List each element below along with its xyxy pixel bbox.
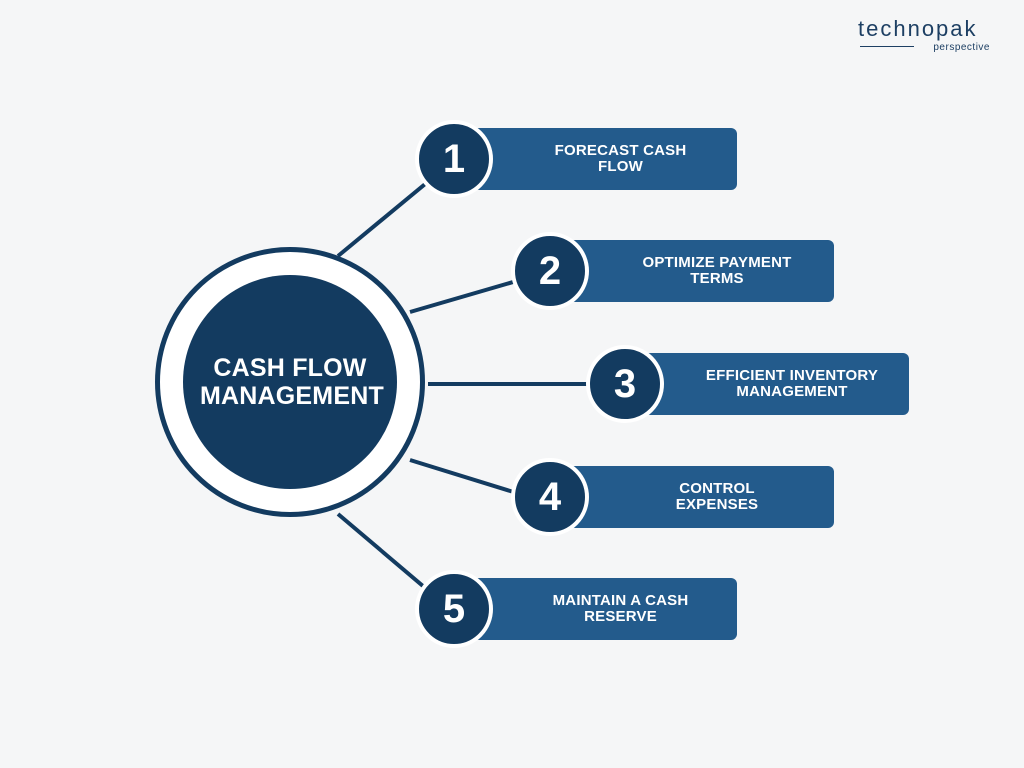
step-number-2: 2 <box>538 249 562 293</box>
step-label-2: OPTIMIZE PAYMENT TERMS <box>642 254 792 287</box>
step-badge-5: 5 <box>415 570 493 648</box>
step-badge-4: 4 <box>511 458 589 536</box>
step-bar-3: EFFICIENT INVENTORY MANAGEMENT <box>627 353 909 415</box>
connector-line-4 <box>409 458 521 496</box>
connector-line-1 <box>336 178 432 258</box>
step-number-1: 1 <box>442 137 466 181</box>
step-number-5: 5 <box>442 587 466 631</box>
step-label-3: EFFICIENT INVENTORY MANAGEMENT <box>705 367 879 400</box>
step-bar-4: CONTROL EXPENSES <box>552 466 834 528</box>
step-badge-1: 1 <box>415 120 493 198</box>
logo-wordmark: technopak <box>858 16 978 41</box>
brand-logo: technopak perspective <box>858 16 990 54</box>
hub-title: CASH FLOW MANAGEMENT <box>200 354 384 410</box>
step-label-4: CONTROL EXPENSES <box>675 480 759 513</box>
step-badge-2: 2 <box>511 232 589 310</box>
hub-circle: CASH FLOW MANAGEMENT <box>183 275 397 489</box>
step-badge-3: 3 <box>586 345 664 423</box>
step-bar-5: MAINTAIN A CASH RESERVE <box>456 578 737 640</box>
logo-tagline: perspective <box>933 42 990 53</box>
step-bar-1: FORECAST CASH FLOW <box>456 128 737 190</box>
step-label-5: MAINTAIN A CASH RESERVE <box>552 592 689 625</box>
logo-rule <box>860 46 914 47</box>
connector-line-5 <box>336 512 432 594</box>
step-number-4: 4 <box>538 475 562 519</box>
step-bar-2: OPTIMIZE PAYMENT TERMS <box>552 240 834 302</box>
step-label-1: FORECAST CASH FLOW <box>554 142 687 175</box>
connector-line-2 <box>409 278 521 314</box>
step-number-3: 3 <box>613 362 637 406</box>
